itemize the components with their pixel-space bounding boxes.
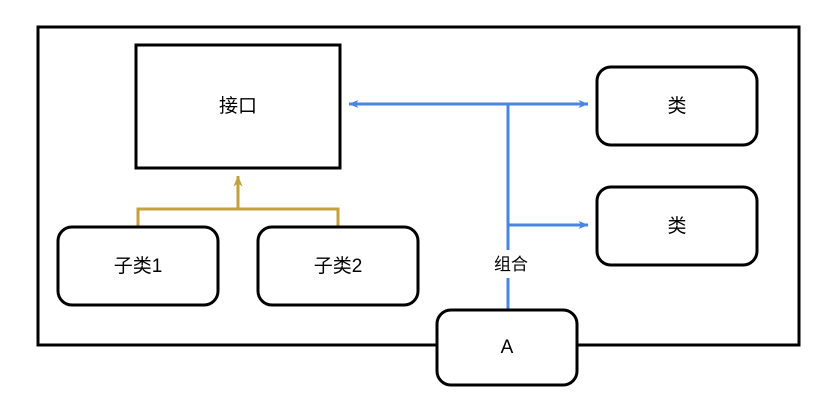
node-subclass-2[interactable]: [256, 225, 420, 307]
inheritance-edge-group: [136, 175, 340, 227]
composition-edge-label: 组合: [480, 250, 542, 278]
node-class-top[interactable]: [595, 65, 759, 147]
node-a[interactable]: [435, 308, 579, 387]
outer-boundary: [36, 25, 801, 347]
node-interface[interactable]: [134, 43, 342, 170]
edge-subclass1-to-interface[interactable]: [136, 207, 238, 227]
node-subclass-1[interactable]: [56, 225, 220, 307]
edge-subclass2-to-interface[interactable]: [238, 207, 340, 227]
node-class-bottom[interactable]: [595, 185, 759, 267]
